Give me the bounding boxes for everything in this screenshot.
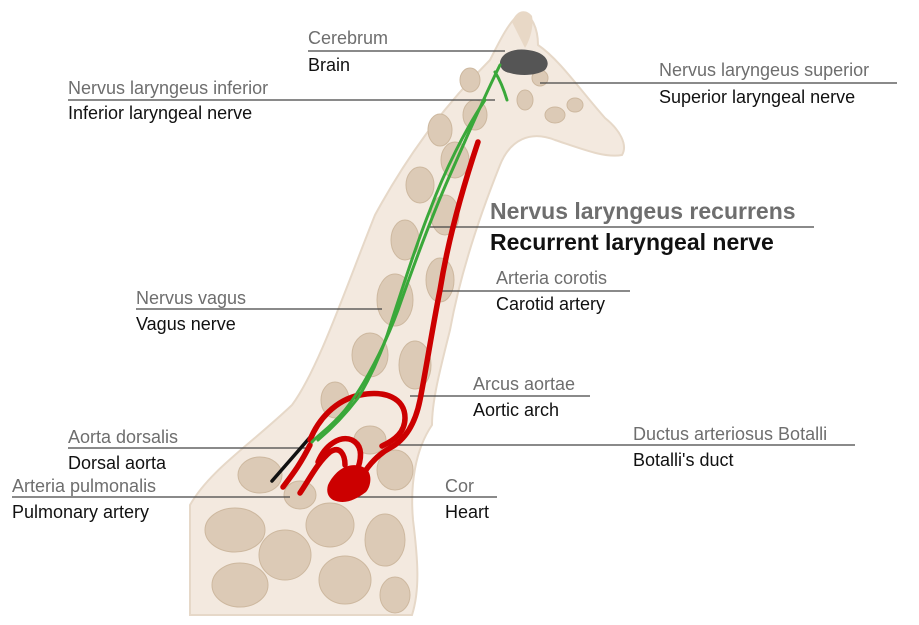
label-corotis-english: Carotid artery xyxy=(496,294,606,314)
patch xyxy=(379,576,411,614)
patch xyxy=(318,555,372,605)
giraffe-ossicone xyxy=(512,11,533,48)
giraffe-patches xyxy=(204,67,584,614)
patch xyxy=(258,529,312,581)
label-aorta-dorsalis-english: Dorsal aorta xyxy=(68,453,167,473)
patch xyxy=(364,513,406,567)
label-cerebrum-latin: Cerebrum xyxy=(308,28,389,48)
label-pulmonalis-english: Pulmonary artery xyxy=(12,502,150,522)
aortic-arch-path xyxy=(307,390,408,449)
carotid-artery-path xyxy=(357,139,481,483)
label-vagus-english: Vagus nerve xyxy=(136,314,236,334)
label-pulmonalis-latin: Arteria pulmonalis xyxy=(12,476,157,496)
patch xyxy=(516,89,534,111)
superior-laryngeal-path xyxy=(493,70,509,102)
patch xyxy=(305,502,355,548)
label-aorta-dorsalis-latin: Aorta dorsalis xyxy=(68,427,179,447)
label-cor-latin: Cor xyxy=(445,476,475,496)
patch xyxy=(376,449,414,491)
label-arcus-english: Aortic arch xyxy=(473,400,560,420)
patch xyxy=(204,507,266,553)
label-vagus-latin: Nervus vagus xyxy=(136,288,247,308)
label-ductus-latin: Ductus arteriosus Botalli xyxy=(633,424,828,444)
patch xyxy=(544,106,566,124)
vagus-nerve-path xyxy=(310,63,502,444)
patch xyxy=(566,97,584,113)
pulmonary-artery-path xyxy=(297,446,348,496)
patch xyxy=(405,166,435,204)
patch xyxy=(459,67,481,93)
leader-lines xyxy=(12,50,897,498)
label-laryngeus-inferior-latin: Nervus laryngeus inferior xyxy=(68,78,269,98)
patch xyxy=(237,456,283,494)
label-laryngeus-inferior-english: Inferior laryngeal nerve xyxy=(68,103,253,123)
heart-shape xyxy=(327,465,371,503)
label-recurrens-english: Recurrent laryngeal nerve xyxy=(490,229,774,255)
label-laryngeus-superior-latin: Nervus laryngeus superior xyxy=(659,60,870,80)
label-cor-english: Heart xyxy=(445,502,490,522)
label-arcus-latin: Arcus aortae xyxy=(473,374,576,394)
dorsal-aorta-line xyxy=(270,433,314,483)
artery-paths xyxy=(280,139,481,496)
nerve-paths xyxy=(310,63,509,444)
recurrent-nerve-path xyxy=(316,98,487,442)
label-laryngeus-superior-english: Superior laryngeal nerve xyxy=(659,87,856,107)
label-cerebrum-english: Brain xyxy=(308,55,351,75)
ductus-path xyxy=(315,436,364,471)
patch xyxy=(427,113,453,147)
label-corotis-latin: Arteria corotis xyxy=(496,268,608,288)
label-recurrens-latin: Nervus laryngeus recurrens xyxy=(490,198,796,224)
patch xyxy=(211,562,269,608)
label-ductus-english: Botalli's duct xyxy=(633,450,734,470)
brain-shape xyxy=(500,49,548,75)
artery-left-branch xyxy=(280,442,313,490)
